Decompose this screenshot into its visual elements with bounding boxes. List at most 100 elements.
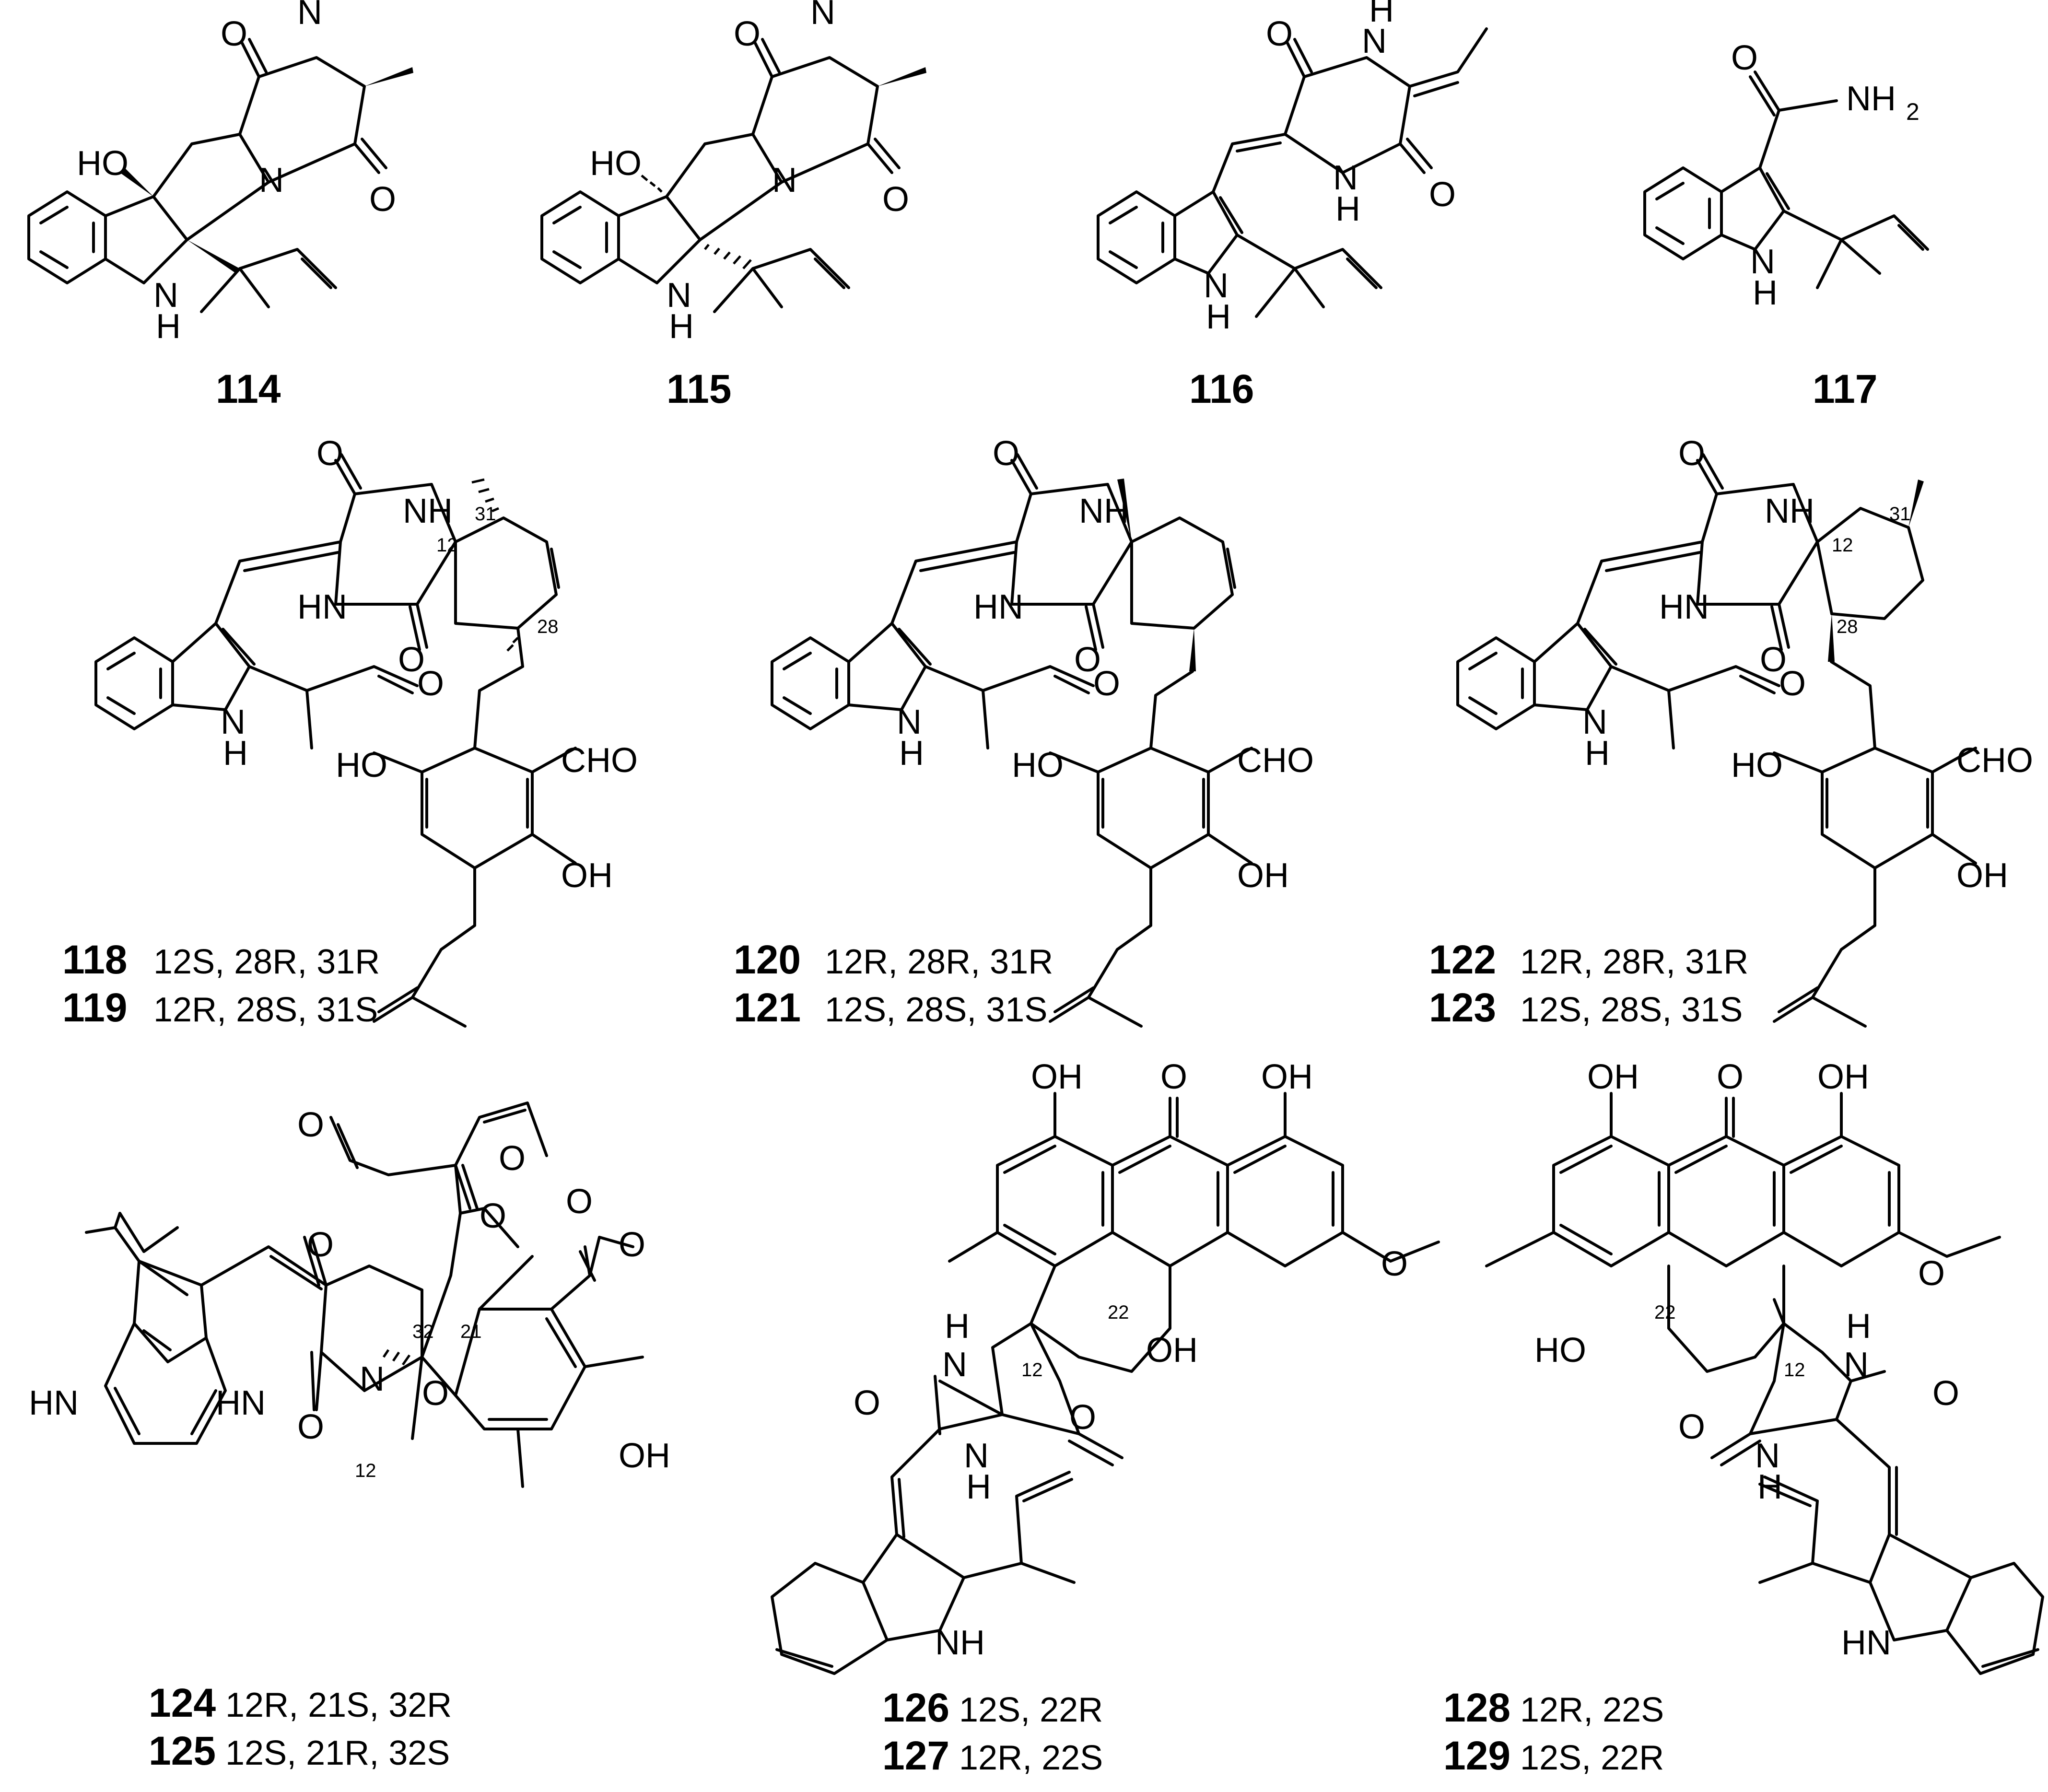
atom-oh: OH <box>561 856 613 895</box>
atom-o: O <box>1074 641 1101 679</box>
atom-n: N <box>1750 243 1775 281</box>
compound-id-127: 127 <box>882 1733 949 1778</box>
locant-12: 12 <box>1832 535 1853 556</box>
atom-hn: HN <box>1659 588 1709 626</box>
atom-nh: NH <box>1765 492 1814 530</box>
compound-id-119: 119 <box>62 985 128 1030</box>
locant-12: 12 <box>1021 1359 1043 1381</box>
atom-o: O <box>297 1408 324 1446</box>
atom-hn: HN <box>1841 1624 1891 1662</box>
atom-n: N <box>1582 703 1607 741</box>
compound-id-122: 122 <box>1429 937 1496 982</box>
atom-hn: HN <box>973 588 1023 626</box>
atom-n: N <box>942 1346 967 1384</box>
atom-o: O <box>566 1183 593 1221</box>
locant-12: 12 <box>436 535 458 556</box>
compound-id-125: 125 <box>149 1728 216 1773</box>
structure-116 <box>1097 27 1488 318</box>
atom-cho: CHO <box>1237 741 1314 780</box>
config-129: 12S, 22R <box>1520 1739 1664 1777</box>
atom-o: O <box>297 1106 324 1144</box>
atom-nh-h: H <box>156 307 181 346</box>
atom-sub2: 2 <box>1906 98 1919 125</box>
atom-h: H <box>301 0 326 8</box>
structure-114 <box>27 38 413 313</box>
atom-nh: NH <box>935 1624 985 1662</box>
atom-o: O <box>1678 1408 1705 1446</box>
atom-oh: OH <box>1031 1058 1083 1096</box>
structure-117 <box>1643 70 1929 289</box>
atom-o: O <box>221 15 247 53</box>
atom-n: N <box>1755 1437 1780 1475</box>
atom-n: N <box>1204 267 1229 305</box>
structure-120-121 <box>771 453 1253 1028</box>
atom-o: O <box>619 1226 645 1264</box>
atom-n: N <box>964 1437 989 1475</box>
compound-id-115: 115 <box>667 366 732 411</box>
compound-id-117: 117 <box>1813 366 1878 411</box>
atom-cho: CHO <box>1956 741 2033 780</box>
compound-id-128: 128 <box>1443 1685 1510 1730</box>
config-122: 12R, 28R, 31R <box>1520 943 1748 981</box>
locant-32: 32 <box>412 1321 434 1342</box>
atom-oh: OH <box>619 1437 670 1475</box>
atom-h: H <box>945 1307 970 1346</box>
atom-ho: HO <box>1012 746 1064 785</box>
atom-ho: HO <box>336 746 387 785</box>
atom-o: O <box>993 434 1019 473</box>
atom-o: O <box>1266 15 1293 53</box>
atom-n: N <box>297 0 322 32</box>
locant-22: 22 <box>1654 1302 1676 1323</box>
atom-o: O <box>307 1226 334 1264</box>
atom-nh: NH <box>403 492 453 530</box>
atom-o: O <box>369 180 396 219</box>
atom-h: H <box>814 0 839 8</box>
config-123: 12S, 28S, 31S <box>1520 991 1743 1029</box>
structure-115 <box>540 38 926 313</box>
compound-id-114: 114 <box>216 366 281 411</box>
atom-ho: HO <box>590 144 642 183</box>
config-124: 12R, 21S, 32R <box>225 1686 452 1724</box>
atom-n: N <box>772 161 797 199</box>
atom-o: O <box>854 1384 880 1422</box>
atom-ho: HO <box>1731 746 1783 785</box>
atom-hn: HN <box>216 1384 266 1422</box>
atom-n: N <box>897 703 922 741</box>
atom-n: N <box>1362 22 1387 60</box>
atom-o: O <box>1429 176 1456 214</box>
atom-h: H <box>1846 1307 1871 1346</box>
atom-o: O <box>417 665 444 703</box>
compound-id-121: 121 <box>734 985 801 1030</box>
atom-o: O <box>1760 641 1787 679</box>
atom-h: H <box>1753 274 1778 312</box>
compound-id-118: 118 <box>62 937 128 982</box>
atom-nh-n: N <box>667 276 691 315</box>
atom-o: O <box>316 434 343 473</box>
atom-o: O <box>1381 1245 1408 1283</box>
atom-o: O <box>1160 1058 1187 1096</box>
atom-oh: OH <box>1956 856 2008 895</box>
locant-31: 31 <box>475 504 496 525</box>
atom-o: O <box>1918 1254 1945 1293</box>
locant-12: 12 <box>355 1460 376 1481</box>
atom-oh: OH <box>1261 1058 1313 1096</box>
locant-28: 28 <box>537 616 559 637</box>
atom-oh: OH <box>1817 1058 1869 1096</box>
config-127: 12R, 22S <box>959 1739 1103 1777</box>
locant-21: 21 <box>460 1321 482 1342</box>
structure-126-127 <box>771 1092 1440 1675</box>
atom-ho: HO <box>77 144 129 183</box>
atom-o: O <box>499 1139 526 1178</box>
atom-nh: NH <box>1079 492 1129 530</box>
config-119: 12R, 28S, 31S <box>153 991 378 1029</box>
config-120: 12R, 28R, 31R <box>825 943 1053 981</box>
locant-28: 28 <box>1837 616 1858 637</box>
structure-124-125 <box>85 1101 644 1488</box>
atom-oh: OH <box>1237 856 1289 895</box>
locant-12: 12 <box>1784 1359 1805 1381</box>
atom-nh2: NH <box>1846 80 1896 118</box>
atom-n: N <box>1844 1346 1869 1384</box>
atom-o: O <box>398 641 425 679</box>
config-126: 12S, 22R <box>959 1691 1103 1729</box>
